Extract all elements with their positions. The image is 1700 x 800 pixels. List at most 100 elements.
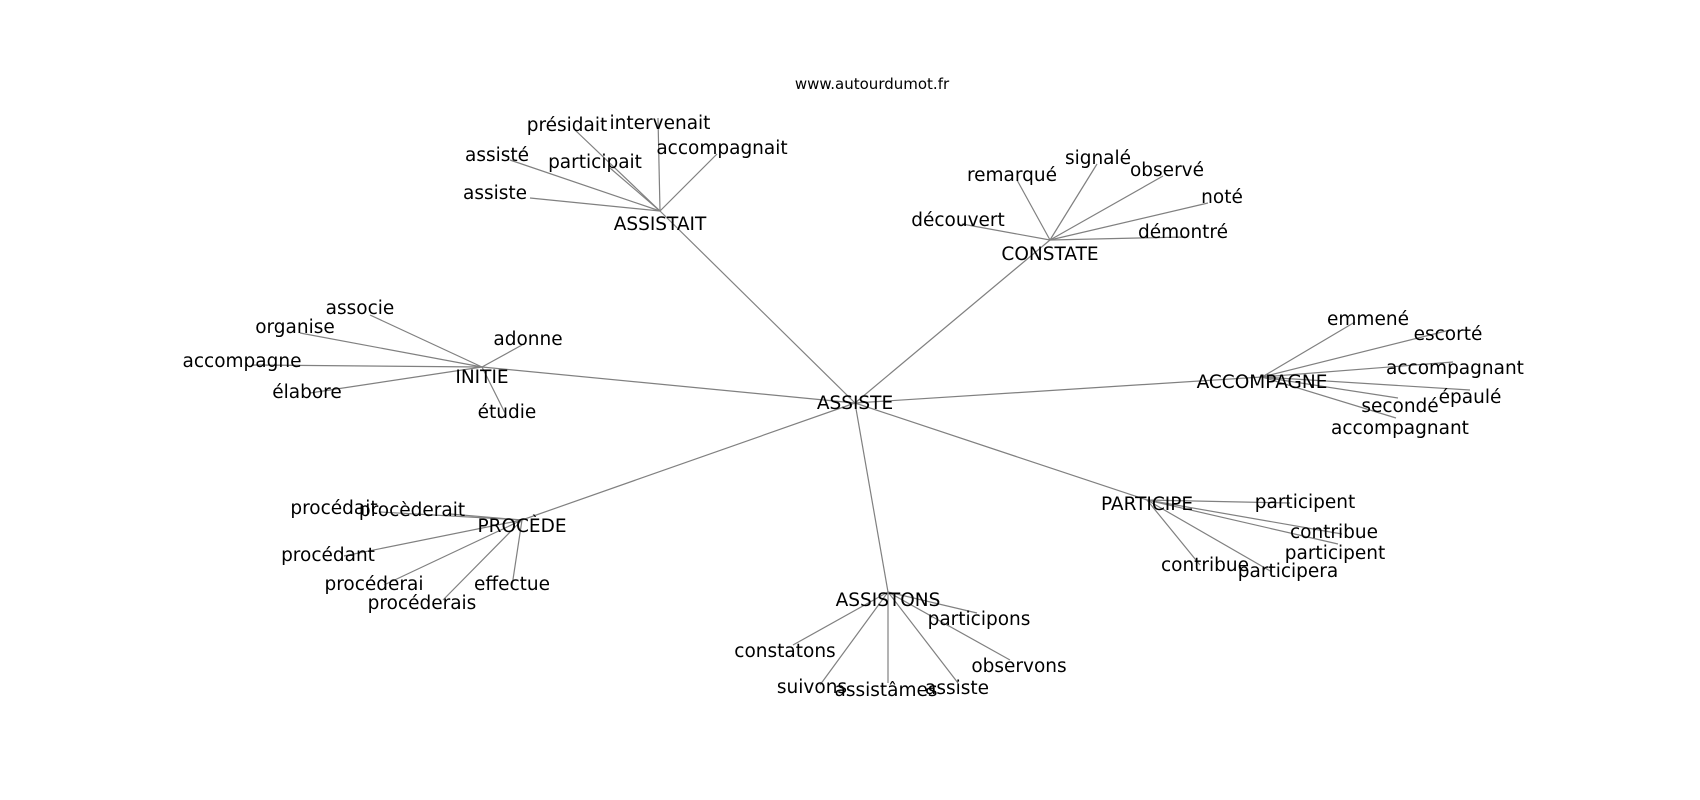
edge-6-3 — [819, 591, 889, 686]
edge-0-3 — [609, 167, 661, 212]
leaf-label: assiste — [463, 183, 527, 204]
leaf-label: noté — [1201, 187, 1243, 208]
edge-4-4 — [511, 519, 523, 587]
leaf-label: procédait — [290, 498, 377, 519]
edge-3-4 — [1261, 376, 1399, 399]
leaf-label: découvert — [911, 210, 1005, 231]
leaf-label: épaulé — [1439, 387, 1502, 408]
edge-3-1 — [1261, 329, 1451, 378]
leaf-label: effectue — [474, 574, 550, 595]
watermark-text: www.autourdumot.fr — [795, 75, 950, 93]
edge-root-6 — [854, 402, 889, 593]
edge-0-5 — [529, 197, 661, 212]
leaf-label: remarqué — [967, 165, 1057, 186]
leaf-label: suivons — [777, 677, 847, 698]
leaf-label: assistâmes — [834, 680, 937, 701]
cluster-label: CONSTATE — [1001, 244, 1098, 265]
leaf-label: associe — [326, 298, 395, 319]
edge-4-3 — [383, 519, 523, 586]
edge-6-0 — [887, 591, 978, 614]
cluster-label: ACCOMPAGNE — [1197, 372, 1328, 393]
leaf-label: assisté — [465, 145, 529, 166]
edge-1-4 — [961, 223, 1051, 241]
leaf-label: contribue — [1161, 555, 1249, 576]
leaf-label: procéderai — [324, 574, 423, 595]
leaf-label: participent — [1255, 492, 1356, 513]
leaf-label: accompagnant — [1331, 418, 1469, 439]
leaf-label: organise — [255, 317, 335, 338]
edge-3-0 — [1261, 321, 1356, 378]
leaf-label: élabore — [272, 382, 342, 403]
leaf-label: participent — [1285, 543, 1386, 564]
leaf-label: intervenait — [610, 113, 711, 134]
leaf-label: procéderais — [368, 593, 477, 614]
leaf-label: observé — [1130, 160, 1204, 181]
edge-0-0 — [574, 129, 661, 212]
leaf-label: adonne — [493, 329, 562, 350]
edge-5-0 — [1146, 499, 1291, 504]
edge-root-2 — [481, 366, 856, 404]
leaf-label: observons — [971, 656, 1066, 677]
edge-root-3 — [854, 376, 1263, 404]
edge-2-0 — [369, 314, 483, 368]
leaf-label: accompagnait — [656, 138, 787, 159]
edge-5-3 — [1146, 499, 1201, 566]
leaf-label: contribue — [1290, 522, 1378, 543]
edge-2-2 — [481, 344, 523, 368]
leaf-label: accompagnant — [1386, 358, 1524, 379]
edge-root-5 — [854, 402, 1148, 501]
edge-root-0 — [659, 210, 856, 404]
edge-4-0 — [379, 511, 523, 521]
edge-6-1 — [792, 591, 889, 646]
leaf-label: procèderait — [359, 500, 465, 521]
leaf-label: accompagne — [183, 351, 302, 372]
edge-1-0 — [1016, 179, 1051, 241]
edge-root-4 — [521, 402, 856, 521]
leaf-label: emmené — [1327, 309, 1409, 330]
edge-3-5 — [1261, 376, 1397, 419]
edge-2-4 — [309, 366, 483, 394]
edge-0-4 — [659, 153, 718, 212]
leaf-label: étudie — [478, 402, 537, 423]
edge-6-2 — [887, 591, 1011, 661]
edge-root-1 — [854, 239, 1051, 404]
edge-5-1 — [1146, 499, 1343, 535]
edge-3-2 — [1261, 361, 1454, 378]
leaf-label: participera — [1238, 561, 1338, 582]
edges — [251, 117, 1471, 686]
edge-4-1 — [449, 513, 523, 521]
edge-4-5 — [442, 519, 523, 601]
edge-1-1 — [1049, 163, 1098, 241]
leaf-label: participons — [928, 609, 1031, 630]
leaf-label: participait — [548, 152, 642, 173]
edge-3-3 — [1261, 376, 1471, 391]
leaf-label: présidait — [527, 115, 608, 136]
leaf-label: escorté — [1414, 324, 1483, 345]
edge-2-5 — [481, 366, 507, 416]
cluster-label: ASSISTAIT — [614, 214, 707, 235]
edge-2-3 — [251, 364, 483, 368]
cluster-label: INITIE — [455, 367, 508, 388]
leaf-label: procédant — [281, 545, 375, 566]
leaf-label: constatons — [734, 641, 835, 662]
leaf-label: démontré — [1138, 222, 1228, 243]
leaf-label: secondé — [1361, 396, 1438, 417]
edge-6-5 — [887, 591, 959, 684]
edge-0-1 — [657, 117, 661, 212]
edge-1-3 — [1049, 202, 1209, 241]
edge-2-1 — [299, 332, 483, 368]
leaf-label: signalé — [1065, 148, 1131, 169]
cluster-label: PROCÈDE — [477, 515, 566, 537]
edge-0-2 — [509, 159, 661, 212]
leaf-label: assiste — [925, 678, 989, 699]
edge-5-2 — [1146, 499, 1339, 545]
cluster-label: PARTICIPE — [1101, 494, 1193, 515]
edge-1-5 — [1049, 236, 1186, 241]
edge-1-2 — [1049, 175, 1164, 241]
cluster-label: ASSISTONS — [836, 590, 941, 611]
edge-5-4 — [1146, 499, 1273, 573]
root-label: ASSISTE — [817, 393, 893, 414]
edge-4-2 — [343, 519, 523, 557]
